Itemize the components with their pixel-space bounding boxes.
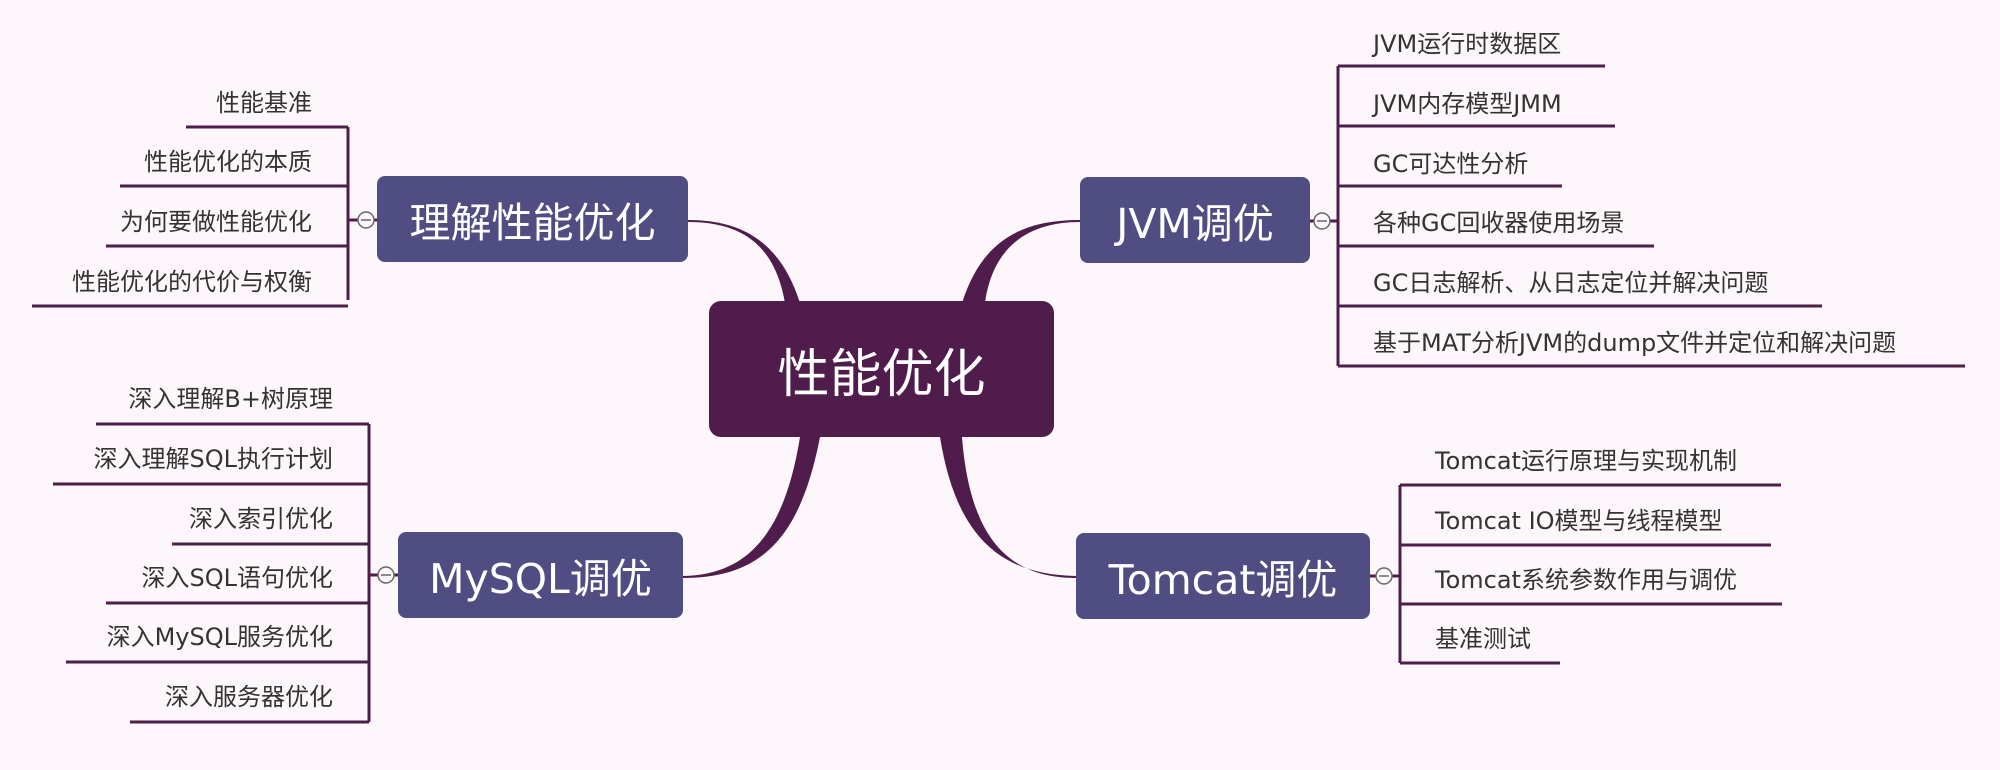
jvm-leaf-lines bbox=[1310, 64, 1965, 368]
leaf-mysql-4[interactable]: 深入SQL语句优化 bbox=[141, 564, 334, 592]
collapse-icon-mysql[interactable] bbox=[377, 566, 395, 584]
understand-leaf-lines bbox=[32, 125, 377, 308]
leaf-mysql-6[interactable]: 深入服务器优化 bbox=[165, 683, 333, 711]
leaf-tomcat-2[interactable]: Tomcat IO模型与线程模型 bbox=[1435, 507, 1723, 535]
leaf-jvm-6[interactable]: 基于MAT分析JVM的dump文件并定位和解决问题 bbox=[1373, 329, 1897, 357]
leaf-jvm-4[interactable]: 各种GC回收器使用场景 bbox=[1373, 209, 1625, 237]
branch-tomcat[interactable]: Tomcat调优 bbox=[1076, 533, 1370, 619]
leaf-jvm-2[interactable]: JVM内存模型JMM bbox=[1373, 90, 1562, 118]
leaf-tomcat-1[interactable]: Tomcat运行原理与实现机制 bbox=[1435, 447, 1737, 475]
leaf-tomcat-4[interactable]: 基准测试 bbox=[1435, 625, 1531, 653]
mysql-leaf-lines bbox=[53, 422, 398, 724]
leaf-mysql-5[interactable]: 深入MySQL服务优化 bbox=[106, 623, 333, 651]
connector-central-tomcat bbox=[940, 437, 1076, 578]
branch-jvm[interactable]: JVM调优 bbox=[1080, 177, 1310, 263]
connector-central-jvm bbox=[962, 220, 1080, 303]
collapse-icon-understand[interactable] bbox=[357, 211, 375, 229]
leaf-understand-3[interactable]: 为何要做性能优化 bbox=[120, 208, 312, 236]
collapse-icon-tomcat[interactable] bbox=[1375, 567, 1393, 585]
central-node[interactable]: 性能优化 bbox=[709, 301, 1054, 437]
branch-mysql[interactable]: MySQL调优 bbox=[398, 532, 683, 618]
tomcat-leaf-lines bbox=[1370, 483, 1782, 665]
leaf-mysql-3[interactable]: 深入索引优化 bbox=[189, 505, 333, 533]
leaf-understand-4[interactable]: 性能优化的代价与权衡 bbox=[72, 268, 312, 296]
leaf-understand-2[interactable]: 性能优化的本质 bbox=[144, 148, 312, 176]
leaf-jvm-3[interactable]: GC可达性分析 bbox=[1373, 150, 1529, 178]
leaf-jvm-5[interactable]: GC日志解析、从日志定位并解决问题 bbox=[1373, 269, 1769, 297]
leaf-mysql-1[interactable]: 深入理解B+树原理 bbox=[128, 385, 333, 413]
branch-understand[interactable]: 理解性能优化 bbox=[377, 176, 688, 262]
connector-central-mysql bbox=[683, 437, 820, 578]
collapse-icon-jvm[interactable] bbox=[1313, 212, 1331, 230]
leaf-mysql-2[interactable]: 深入理解SQL执行计划 bbox=[93, 445, 334, 473]
leaf-tomcat-3[interactable]: Tomcat系统参数作用与调优 bbox=[1435, 566, 1737, 594]
connector-central-understand bbox=[688, 220, 800, 303]
leaf-understand-1[interactable]: 性能基准 bbox=[216, 89, 312, 117]
leaf-jvm-1[interactable]: JVM运行时数据区 bbox=[1373, 30, 1562, 58]
